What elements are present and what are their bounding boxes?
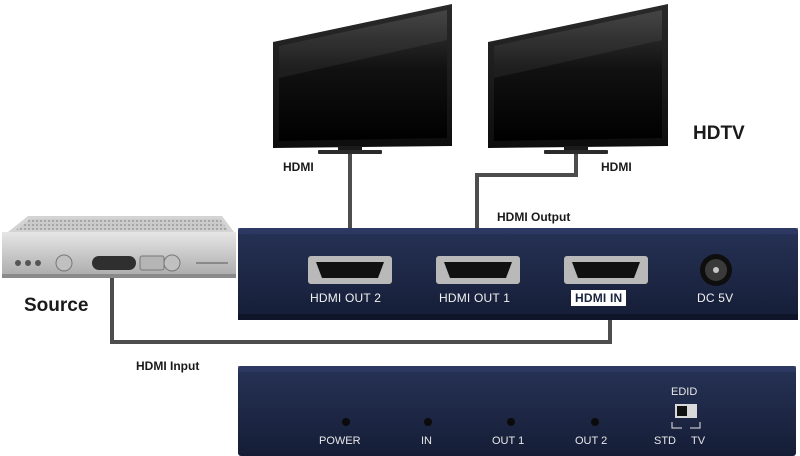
label-hdmi-left-tv: HDMI (283, 160, 314, 174)
port-hdmi-in-graphic (564, 256, 648, 284)
port-hdmi-out-2-graphic (308, 256, 392, 284)
port-label-dc-5v: DC 5V (697, 291, 734, 305)
hdtv-right (488, 4, 668, 154)
led-out-2 (591, 418, 599, 426)
port-label-hdmi-out-2: HDMI OUT 2 (310, 291, 382, 305)
stb-front-controls (15, 254, 228, 272)
label-source: Source (24, 295, 89, 316)
port-hdmi-out-1-graphic (436, 256, 520, 284)
edid-std-label: STD (654, 435, 676, 447)
led-label-power: POWER (319, 435, 361, 447)
edid-switch (671, 404, 701, 429)
label-hdmi-output: HDMI Output (497, 210, 571, 224)
led-out-1 (507, 418, 515, 426)
port-label-hdmi-in: HDMI IN (571, 290, 627, 306)
led-label-in: IN (421, 435, 432, 447)
label-hdmi-input: HDMI Input (136, 359, 200, 373)
cable-tv-right (475, 150, 578, 232)
led-power (342, 418, 350, 426)
led-label-out-2: OUT 2 (575, 435, 608, 447)
label-hdmi-right-tv: HDMI (601, 160, 632, 174)
source-set-top-box (2, 216, 236, 278)
splitter-front-panel (238, 228, 798, 320)
edid-tv-label: TV (691, 435, 706, 447)
led-label-out-1: OUT 1 (492, 435, 525, 447)
port-label-hdmi-out-1: HDMI OUT 1 (439, 291, 511, 305)
cables (110, 150, 612, 344)
port-dc-5v-graphic (700, 254, 732, 286)
label-hdtv: HDTV (693, 123, 745, 144)
cable-source (110, 278, 612, 344)
led-in (424, 418, 432, 426)
splitter-back-panel (238, 366, 796, 456)
edid-label: EDID (671, 386, 698, 398)
hdtv-left (273, 4, 452, 154)
